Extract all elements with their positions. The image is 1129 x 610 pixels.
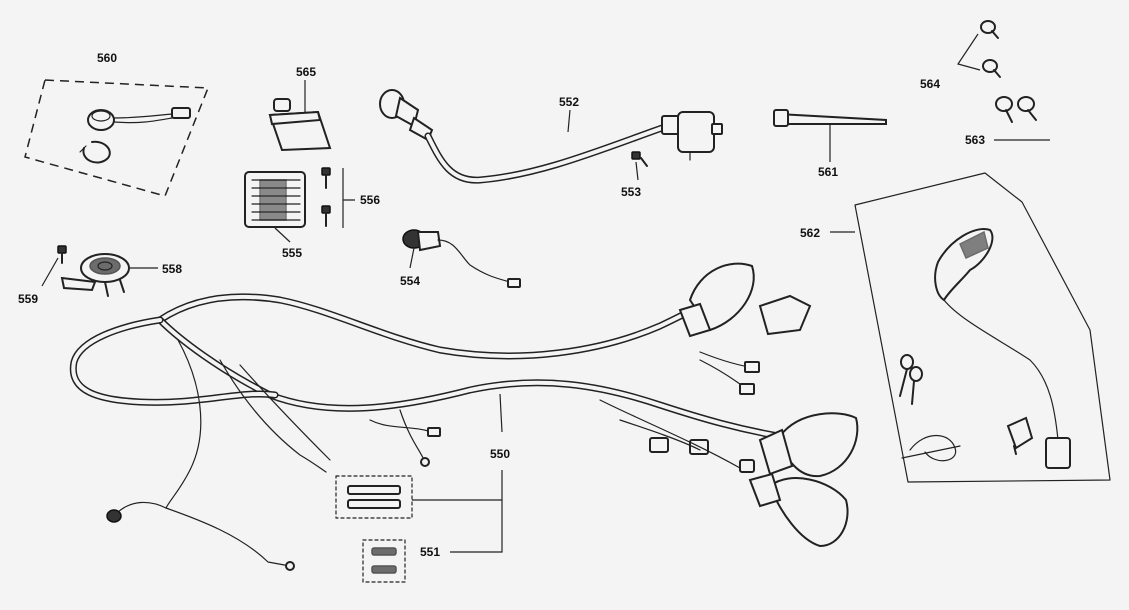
part-565-cdi: 565 <box>268 65 332 152</box>
harness-connectors-center <box>599 399 755 473</box>
fuse-box <box>335 475 413 519</box>
label-563: 563 <box>965 133 985 147</box>
connector-right-upper <box>758 294 812 336</box>
part-564-screws: 564 <box>920 20 1001 91</box>
label-560: 560 <box>97 51 117 65</box>
coil-body <box>661 111 723 161</box>
label-552: 552 <box>559 95 579 109</box>
screw-564-b <box>982 59 1001 78</box>
label-558: 558 <box>162 262 182 276</box>
spark-plug-cap <box>379 89 434 142</box>
label-565: 565 <box>296 65 316 79</box>
part-562-ignition-switch-kit: 562 <box>800 172 1111 483</box>
part-558-horn: 558 <box>60 253 182 297</box>
label-561: 561 <box>818 165 838 179</box>
label-551: 551 <box>420 545 440 559</box>
label-553: 553 <box>621 185 641 199</box>
relay-560 <box>87 107 191 131</box>
label-562: 562 <box>800 226 820 240</box>
taillight-socket <box>748 472 849 548</box>
part-554-sensor: 554 <box>400 229 521 288</box>
label-559: 559 <box>18 292 38 306</box>
part-551-fuses: 551 <box>362 539 440 583</box>
keys <box>899 354 923 405</box>
clamp-560 <box>79 140 111 164</box>
part-555-regulator: 555 <box>244 171 306 260</box>
screw-564-a <box>980 20 999 39</box>
nut-563-a <box>995 96 1013 123</box>
bracket-562 <box>1006 416 1034 455</box>
screw-556-b <box>321 205 331 227</box>
part-552-ignition-coil: 552 <box>379 89 723 184</box>
part-550-wiring-harness: 550 <box>69 262 859 571</box>
label-550: 550 <box>490 447 510 461</box>
part-563-hardware: 563 <box>965 96 1050 147</box>
headlight-socket-lower <box>758 412 859 478</box>
part-556-screws: 556 <box>321 167 380 228</box>
nut-563-b <box>1017 96 1037 121</box>
headlight-socket-upper <box>678 262 755 338</box>
part-553-screw: 553 <box>621 151 648 199</box>
part-560-relay-kit: 560 <box>24 51 210 197</box>
label-555: 555 <box>282 246 302 260</box>
ignition-switch <box>934 228 994 302</box>
part-559-bolt: 559 <box>18 245 67 306</box>
label-556: 556 <box>360 193 380 207</box>
cable-562 <box>901 435 961 462</box>
screw-556-a <box>321 167 331 189</box>
label-564: 564 <box>920 77 940 91</box>
label-554: 554 <box>400 274 420 288</box>
connector-right-mid <box>699 351 760 395</box>
part-561-cable-tie: 561 <box>773 109 887 179</box>
